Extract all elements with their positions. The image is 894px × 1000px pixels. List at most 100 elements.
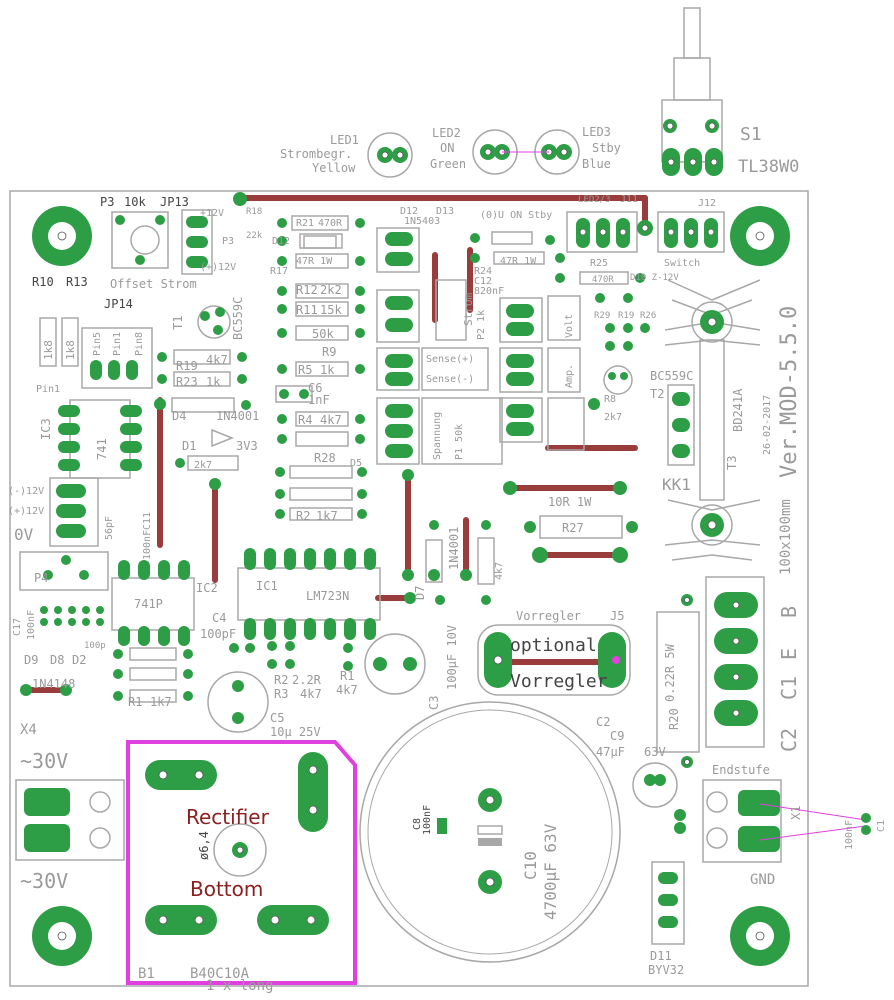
d2-label: D2 [72, 653, 86, 667]
r29-label: R29 [594, 311, 610, 321]
traces [23, 195, 648, 693]
version-label: Ver.MOD-5.5.0 [777, 306, 802, 478]
d7-value: 1N4001 [447, 527, 461, 570]
c4-value: 100pF [200, 627, 236, 641]
pin-b-label: B [777, 606, 801, 618]
ic3-value: 741 [95, 438, 109, 460]
r5-value: 1k [320, 363, 335, 377]
r11-value: 15k [320, 303, 342, 317]
b1-value: B40C10A [190, 966, 250, 982]
r26-label: R26 [640, 311, 656, 321]
stby-text: (0)U ON Stby [480, 210, 552, 221]
pin-e-label: E [777, 648, 801, 660]
j5-label: J5 [610, 609, 624, 623]
v63-label: 63V [644, 745, 666, 759]
strom-label: Strom [462, 293, 475, 326]
c1b-label: C1 [876, 820, 887, 832]
c11-label: C11 [142, 512, 153, 530]
trim-p3 [111, 211, 169, 269]
j11-connector [566, 211, 638, 253]
r13-value: 1k8 [64, 340, 77, 360]
j11-label: J11 [620, 194, 638, 205]
power-connector [705, 576, 765, 748]
led3-line2: Blue [582, 157, 611, 171]
pin-c1-label: C1 [777, 676, 801, 700]
d5-label: D5 [350, 458, 362, 469]
c17-label: C17 [12, 618, 23, 636]
pin1b-label: Pin1 [36, 384, 60, 395]
led2-line2: Green [430, 157, 466, 171]
r11-label: R11 [296, 303, 318, 317]
capacitor-c3 [364, 633, 426, 695]
switch-part: TL38W0 [738, 157, 799, 177]
r19-label: R19 [176, 359, 198, 373]
ic1-value: LM723N [306, 589, 349, 603]
r25-label: R25 [590, 258, 608, 269]
r2-label: R2 [296, 509, 310, 523]
r17-value: 47R 1W [296, 256, 333, 267]
optional-label: optional [510, 635, 597, 656]
v30a-label: ~30V [20, 749, 68, 773]
c9-value: 47µF [596, 745, 625, 759]
r21-value: 470R [318, 218, 343, 229]
c3-value: 100µF 10V [445, 625, 459, 690]
r17-label: R17 [270, 266, 288, 277]
r24-label: R24 [474, 266, 492, 277]
c8-label: C8 [412, 818, 423, 830]
r2b-label: R2 [274, 673, 288, 687]
led3-ref: LED3 [582, 125, 611, 139]
c8-value: 100nF [422, 805, 433, 835]
c5-value: 10µ 25V [270, 725, 321, 739]
d4-value: 1N4001 [216, 409, 259, 423]
mount-hole-tl [32, 206, 92, 266]
ic2-label: IC2 [196, 581, 218, 595]
r13-label: R13 [66, 275, 88, 289]
board-outline [9, 190, 809, 987]
d7-label: D7 [413, 586, 427, 600]
c17-value: 100nF [26, 610, 37, 640]
header-block-right [499, 295, 585, 451]
d12-label: D12 [272, 236, 290, 247]
r12-label: R12 [296, 283, 318, 297]
d4-label: D4 [172, 409, 186, 423]
c6-value: 1nF [308, 393, 330, 407]
bd241-label: BD241A [731, 388, 745, 432]
p12v-label: +12V [200, 208, 224, 219]
r1b-value: 4k7 [336, 683, 358, 697]
c17b-label: 100p [84, 641, 106, 651]
vorregler-label: Vorregler [516, 609, 581, 623]
sense-plus: Sense(+) [426, 354, 474, 365]
d11-value: BYV32 [648, 963, 684, 977]
volt-label: Volt [564, 314, 575, 338]
p4-label: P4 [34, 571, 48, 585]
c16-label: 56pF [104, 516, 115, 540]
pin5-label: Pin5 [92, 332, 103, 356]
c11-value: 100nF [142, 530, 153, 560]
d1-value: 3V3 [236, 439, 258, 453]
ic1 [237, 548, 381, 640]
c10-label: C10 [521, 851, 540, 880]
t1-label: T1 [171, 316, 185, 330]
bottom-label: Bottom [190, 877, 263, 901]
p1-label: P1 50k [454, 424, 465, 460]
x4-label: X4 [20, 722, 37, 738]
r1b-label: R1 [340, 669, 354, 683]
header-block-middle [376, 227, 503, 465]
r2-value: 1k7 [316, 509, 338, 523]
d1-label: D1 [182, 439, 196, 453]
d10-label: D10 Z-12V [630, 273, 679, 283]
vorregler2-label: Vorregler [510, 671, 608, 692]
r10-value: 1k8 [42, 340, 55, 360]
resistor-r20 [656, 594, 700, 768]
led1-line1: Strombegr. [280, 147, 352, 161]
diode-d11 [651, 861, 685, 945]
jp14-label: JP14 [104, 297, 133, 311]
zero-v-label: 0V [14, 525, 34, 544]
r3-value: 4k7 [300, 687, 322, 701]
r9-label: R9 [322, 345, 336, 359]
capacitor-c9 [632, 762, 678, 808]
p2-label: P2 1k [476, 310, 487, 340]
heatsink-kk1 [664, 279, 761, 561]
supply-12v [19, 477, 109, 591]
r18-value: 22k [246, 231, 263, 241]
